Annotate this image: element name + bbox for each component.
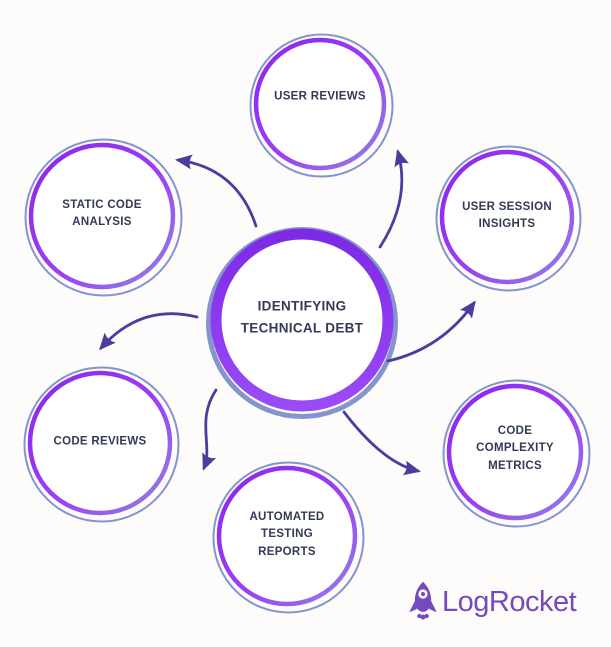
node-label-code-reviews: CODE REVIEWS <box>53 435 147 448</box>
arrow-center-to-automated-testing-reports <box>202 388 218 471</box>
center-node-label: IDENTIFYING TECHNICAL DEBT <box>240 298 364 336</box>
node-circle-user-session-insights <box>435 145 582 292</box>
node-label-static-code-analysis: STATIC CODE ANALYSIS <box>62 198 142 228</box>
node-circle-automated-testing-reports <box>212 461 365 614</box>
node-label-automated-testing-reports: AUTOMATED TESTING REPORTS <box>249 511 325 558</box>
arrow-center-to-user-session-insights <box>386 300 476 363</box>
arrow-center-to-code-complexity-metrics <box>342 410 421 476</box>
node-label-user-reviews: USER REVIEWS <box>274 90 366 103</box>
node-circle-code-reviews <box>23 366 180 523</box>
node-circle-user-reviews <box>249 33 394 178</box>
arrow-center-to-static-code-analysis <box>175 154 258 228</box>
rocket-icon <box>409 581 437 620</box>
node-circle-static-code-analysis <box>24 138 183 297</box>
node-circle-code-complexity-metrics <box>442 379 591 528</box>
logrocket-logo: LogRocket <box>408 580 577 622</box>
center-circle <box>206 227 398 419</box>
node-label-code-complexity-metrics: CODE COMPLEXITY METRICS <box>476 425 554 472</box>
logrocket-wordmark: LogRocket <box>442 585 577 618</box>
arrow-center-to-user-reviews <box>378 149 409 249</box>
node-label-user-session-insights: USER SESSION INSIGHTS <box>462 200 552 230</box>
arrow-center-to-code-reviews <box>99 312 199 351</box>
